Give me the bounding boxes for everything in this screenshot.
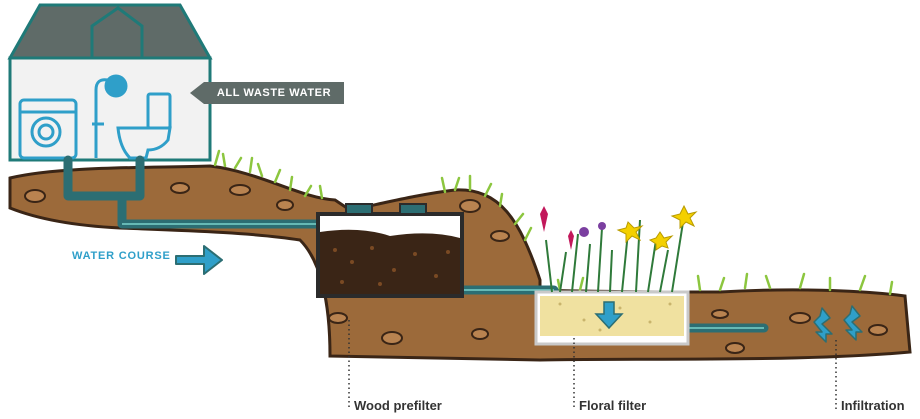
infiltration-arrows-icon	[813, 305, 863, 343]
water-course-label: WATER COURSE	[72, 250, 171, 262]
flowers	[540, 204, 698, 251]
floral-filter-label: Floral filter	[579, 398, 647, 413]
shower-icon	[92, 74, 128, 158]
arrow-down-icon	[594, 301, 624, 330]
floral-filter-bed	[534, 290, 690, 346]
tag-pointer	[190, 82, 204, 104]
leader-lines	[348, 320, 837, 410]
floral-plants	[545, 215, 685, 293]
washing-machine-icon	[18, 98, 78, 160]
arrow-right-icon	[175, 245, 223, 275]
infiltration-label: Infiltration	[841, 398, 905, 413]
toilet-icon	[116, 92, 172, 160]
grass	[213, 149, 894, 296]
all-waste-water-label: ALL WASTE WATER	[204, 82, 344, 104]
wood-prefilter-label: Wood prefilter	[354, 398, 442, 413]
wood-prefilter-tank	[316, 203, 464, 298]
house	[7, 3, 213, 162]
soil-stones	[24, 182, 888, 354]
